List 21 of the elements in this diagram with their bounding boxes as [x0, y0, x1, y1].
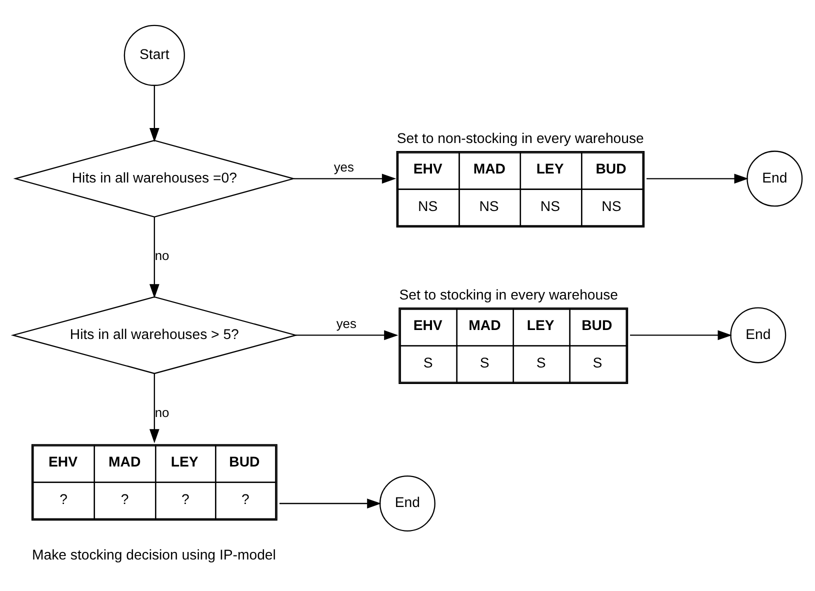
arrow — [296, 330, 398, 340]
node-circle: End — [746, 150, 803, 207]
node-label: Set to stocking in every warehouse — [399, 286, 618, 302]
arrow — [294, 174, 396, 184]
node-diamond: Hits in all warehouses > 5? — [10, 296, 298, 374]
arrow — [279, 498, 382, 508]
arrow — [149, 85, 160, 142]
arrow — [630, 330, 732, 340]
node-label: Set to non-stocking in every warehouse — [396, 130, 644, 146]
node-label: Make stocking decision using IP-model — [32, 546, 276, 563]
arrow — [149, 374, 160, 444]
arrow — [149, 217, 160, 298]
arrow — [646, 174, 748, 184]
edge-label: no — [154, 404, 170, 420]
node-circle: End — [730, 307, 786, 364]
edge-label: yes — [334, 159, 354, 174]
node-circle: Start — [124, 24, 185, 86]
edge-label: no — [154, 248, 170, 264]
node-diamond: Hits in all warehouses =0? — [13, 140, 296, 218]
node-circle: End — [379, 476, 436, 532]
edge-label: yes — [336, 316, 356, 331]
